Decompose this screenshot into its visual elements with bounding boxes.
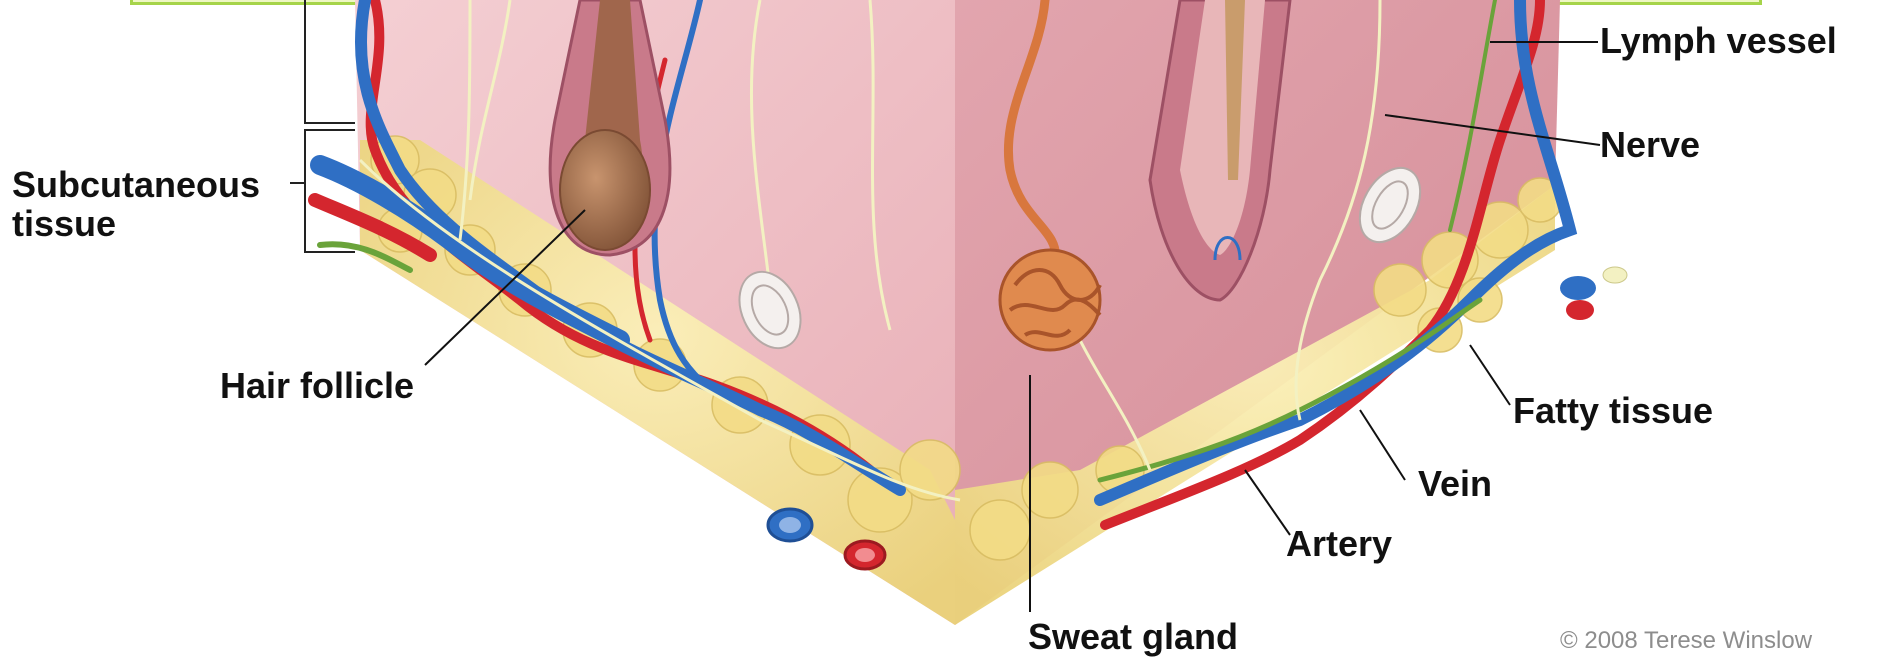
label-lymph-vessel: Lymph vessel — [1600, 22, 1837, 60]
label-artery: Artery — [1286, 525, 1392, 563]
label-fatty-tissue: Fatty tissue — [1513, 392, 1713, 430]
label-subcutaneous-line2: tissue — [12, 205, 116, 243]
label-sweat-gland: Sweat gland — [1028, 618, 1238, 656]
label-nerve: Nerve — [1600, 126, 1700, 164]
label-hair-follicle: Hair follicle — [220, 367, 414, 405]
label-vein: Vein — [1418, 465, 1492, 503]
leader-artery — [1245, 470, 1290, 535]
leader-vein — [1360, 410, 1405, 480]
label-subcutaneous-line1: Subcutaneous — [12, 166, 260, 204]
leader-fatty-tissue — [1470, 345, 1510, 405]
copyright-credit: © 2008 Terese Winslow — [1560, 628, 1812, 654]
